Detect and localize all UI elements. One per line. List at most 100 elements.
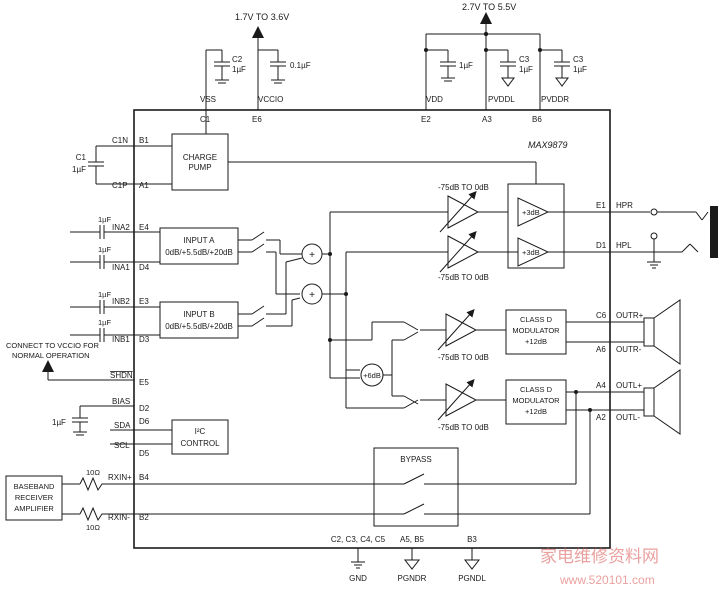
classd-r-label-1: CLASS D xyxy=(520,315,553,324)
switch-b-bottom xyxy=(251,317,265,327)
pin-outl-plus-name: OUTL+ xyxy=(616,381,642,390)
ina2-cap-value: 1µF xyxy=(98,215,111,224)
pin-pvddr-ball: B6 xyxy=(532,115,542,124)
pin-gnd-name: GND xyxy=(349,574,367,583)
i2c-control-block xyxy=(171,419,229,455)
pin-gnd-balls: C2, C3, C4, C5 xyxy=(331,535,386,544)
spk-volume-l-amp xyxy=(445,383,478,417)
pin-vss-name: VSS xyxy=(200,95,216,104)
speaker-l-icon xyxy=(643,387,655,417)
hp-volume-l-arrow xyxy=(439,231,477,273)
c1-value: 1µF xyxy=(72,165,86,174)
c1-label: C1 xyxy=(76,153,87,162)
baseband-label-1: BASEBAND xyxy=(14,482,55,491)
hp-gain-l-label: +3dB xyxy=(522,248,540,257)
spk-volume-r-label: -75dB TO 0dB xyxy=(438,353,489,362)
pin-scl-name: SCL xyxy=(114,441,130,450)
pin-outr-minus-ball: A6 xyxy=(596,345,606,354)
pin-outr-plus-name: OUTR+ xyxy=(616,311,644,320)
pvddl-pgnd-icon xyxy=(501,77,515,87)
hp-volume-r-amp xyxy=(447,195,480,229)
pin-inb2-ball: E3 xyxy=(139,297,149,306)
watermark-url: www.520101.com xyxy=(559,573,655,587)
baseband-label-2: RECEIVER xyxy=(15,493,54,502)
pin-vdd-ball: E2 xyxy=(421,115,431,124)
pin-c1p-name: C1P xyxy=(112,181,128,190)
shdn-pullup-arrow xyxy=(42,360,54,372)
pvddr-pgnd-icon xyxy=(555,77,569,87)
pin-sda-name: SDA xyxy=(114,421,131,430)
headphone-jack-icon xyxy=(710,206,718,258)
pin-ina1-name: INA1 xyxy=(112,263,130,272)
hp-gain-r-amp xyxy=(517,197,550,227)
switch-b-top xyxy=(251,305,265,315)
pin-rxin-plus-name: RXIN+ xyxy=(108,473,132,482)
classd-l-block xyxy=(505,379,567,425)
pin-pvddl-name: PVDDL xyxy=(488,95,515,104)
vdd-range-label: 2.7V TO 5.5V xyxy=(462,2,516,12)
pgndr-icon xyxy=(403,559,421,570)
bypass-block xyxy=(373,447,459,527)
hp-gain-l-amp xyxy=(517,237,550,267)
input-b-gain: 0dB/+5.5dB/+20dB xyxy=(165,322,233,331)
c3-value-right: 1µF xyxy=(573,65,587,74)
pin-bias-name: BIAS xyxy=(112,397,130,406)
input-a-block xyxy=(159,227,239,265)
baseband-label-3: AMPLIFIER xyxy=(14,504,54,513)
bypass-switch-bottom xyxy=(403,503,425,515)
classd-r-block xyxy=(505,309,567,355)
pin-rxin-plus-ball: B4 xyxy=(139,473,149,482)
resistor-r1-value: 10Ω xyxy=(86,468,100,477)
pin-outr-minus-name: OUTR- xyxy=(616,345,642,354)
pin-ina2-ball: E4 xyxy=(139,223,149,232)
switch-spk-r xyxy=(403,321,419,331)
pin-outl-minus-name: OUTL- xyxy=(616,413,640,422)
vccio-supply-arrow xyxy=(252,26,264,38)
pin-inb1-name: INB1 xyxy=(112,335,130,344)
ina1-cap-value: 1µF xyxy=(98,245,111,254)
i2c-label-1: I²C xyxy=(195,427,206,436)
pin-c1n-ball: B1 xyxy=(139,136,149,145)
hp-volume-l-amp xyxy=(447,235,480,269)
input-b-label: INPUT B xyxy=(183,310,214,319)
c3-value-left: 1µF xyxy=(519,65,533,74)
spk-volume-l-label: -75dB TO 0dB xyxy=(438,423,489,432)
classd-l-gain: +12dB xyxy=(525,407,547,416)
charge-pump-label-2: PUMP xyxy=(188,163,211,172)
classd-l-label-2: MODULATOR xyxy=(512,396,560,405)
switch-spk-l xyxy=(403,399,419,409)
pin-rxin-minus-name: RXIN- xyxy=(108,513,130,522)
pin-hpr-name: HPR xyxy=(616,201,633,210)
jack-tip-contact xyxy=(650,208,658,216)
switch-a-top xyxy=(251,231,265,241)
pin-vccio-ball: E6 xyxy=(252,115,262,124)
pin-pgndr-name: PGNDR xyxy=(398,574,427,583)
pin-bias-ball: D2 xyxy=(139,404,150,413)
pin-hpl-name: HPL xyxy=(616,241,632,250)
c2-value: 1µF xyxy=(232,65,246,74)
chip-name: MAX9879 xyxy=(528,140,568,150)
hp-gain-r-label: +3dB xyxy=(522,208,540,217)
spk-volume-l-arrow xyxy=(437,379,475,421)
classd-r-label-2: MODULATOR xyxy=(512,326,560,335)
c2-label: C2 xyxy=(232,55,243,64)
hp-volume-r-arrow xyxy=(439,191,477,233)
c3-label-right: C3 xyxy=(573,55,584,64)
pin-pgndl-name: PGNDL xyxy=(458,574,486,583)
baseband-amplifier-block xyxy=(5,475,63,521)
inb1-cap-value: 1µF xyxy=(98,318,111,327)
charge-pump-label-1: CHARGE xyxy=(183,153,217,162)
vccio-range-label: 1.7V TO 3.6V xyxy=(235,12,289,22)
classd-l-label-1: CLASS D xyxy=(520,385,553,394)
input-a-gain: 0dB/+5.5dB/+20dB xyxy=(165,248,233,257)
pin-shdn-ball: E5 xyxy=(139,378,149,387)
pin-pvddr-name: PVDDR xyxy=(541,95,569,104)
shdn-note-line-2: NORMAL OPERATION xyxy=(12,351,90,360)
inb2-cap-value: 1µF xyxy=(98,290,111,299)
pin-vccio-name: VCCIO xyxy=(258,95,283,104)
pin-outr-plus-ball: C6 xyxy=(596,311,607,320)
mix-6db-label: +6dB xyxy=(363,371,381,380)
watermark-text: 家电维修资料网 xyxy=(540,547,659,566)
pin-c1n-name: C1N xyxy=(112,136,128,145)
